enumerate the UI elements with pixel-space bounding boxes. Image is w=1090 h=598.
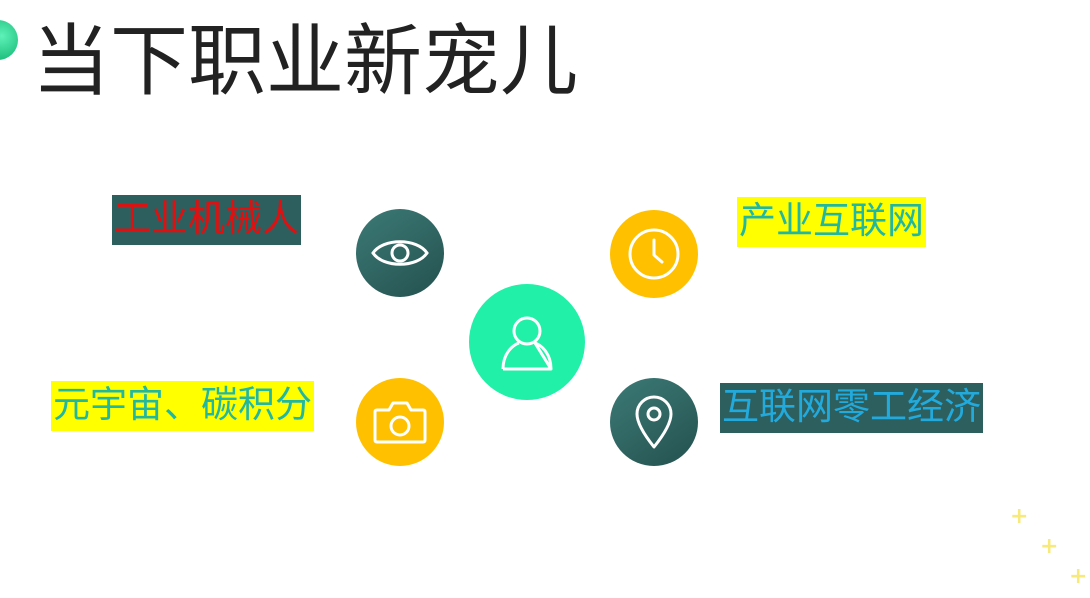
camera-circle: [356, 378, 444, 466]
eye-icon: [371, 240, 429, 266]
camera-icon: [373, 401, 427, 444]
clock-circle: [610, 210, 698, 298]
clock-icon: [628, 228, 680, 280]
label-industrial-robot: 工业机械人: [112, 195, 301, 245]
label-metaverse-carbon: 元宇宙、碳积分: [51, 381, 314, 431]
sparkle-decoration: +: [1040, 534, 1059, 559]
user-circle: [469, 284, 585, 400]
pin-circle: [610, 378, 698, 466]
label-gig-economy: 互联网零工经济: [720, 383, 983, 433]
page-title: 当下职业新宠儿: [32, 17, 579, 107]
user-icon: [501, 316, 553, 371]
sparkle-decoration: +: [1010, 504, 1029, 529]
location-pin-icon: [635, 395, 673, 449]
eye-circle: [356, 209, 444, 297]
label-industrial-internet: 产业互联网: [737, 197, 926, 247]
corner-decoration: [0, 20, 18, 60]
sparkle-decoration: +: [1069, 564, 1088, 589]
